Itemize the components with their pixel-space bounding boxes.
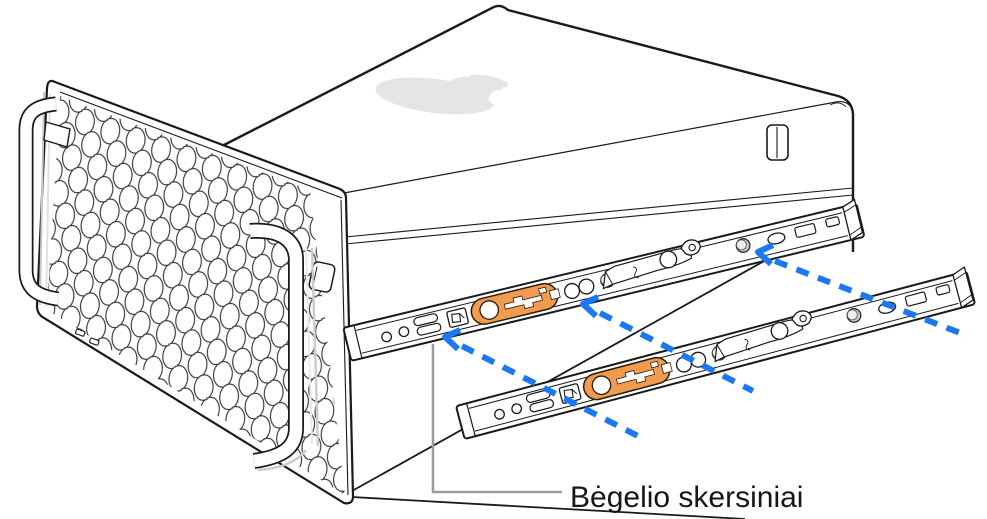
insertion-arrow [442,327,640,439]
callout-label: Bėgelio skersiniai [570,481,804,514]
top-face-front-edge [343,100,852,194]
side-panel-latch [766,124,789,161]
left-handle [18,96,71,307]
insertion-arrows [442,242,970,439]
housing-seam [344,194,854,245]
housing-seam [344,187,854,238]
insertion-arrow [755,242,970,339]
insertion-arrow [580,294,755,394]
right-handle [249,222,307,472]
plate-slot [75,328,86,337]
housing-bottom-diagonal [351,259,767,492]
mac-pro-body [221,4,855,519]
callout-line [431,344,562,494]
body-top-edge [221,4,855,252]
apple-logo-icon [375,74,513,115]
plate-slot [89,337,100,346]
body-bottom-edge [351,496,746,519]
